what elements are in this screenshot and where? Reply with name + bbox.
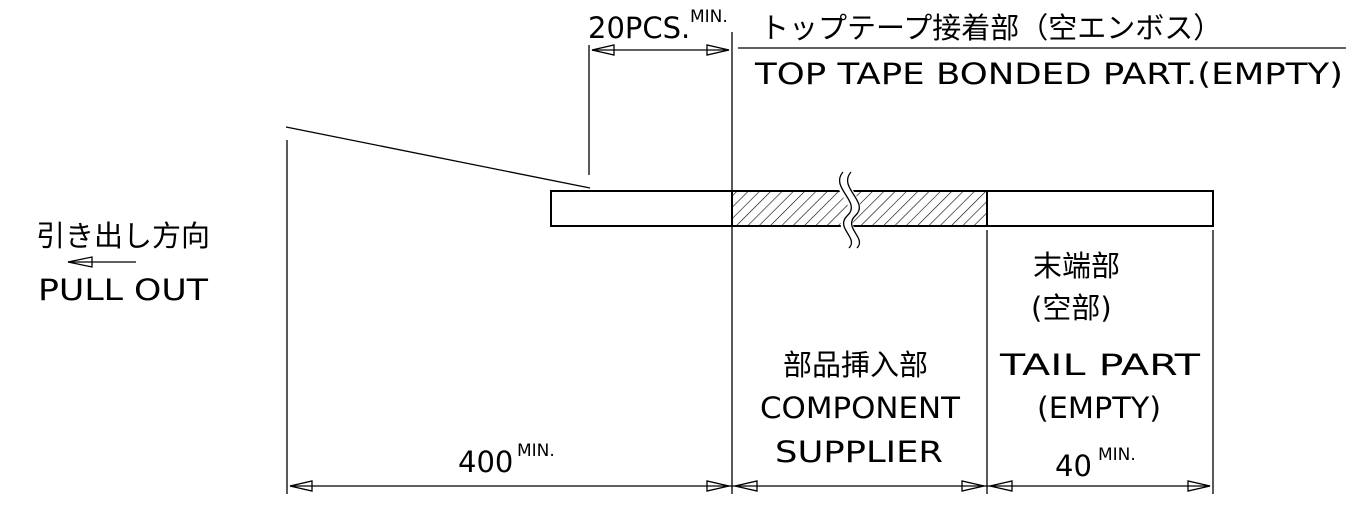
pcs-min: MIN.	[690, 7, 728, 27]
component-label-en-1: COMPONENT	[760, 391, 960, 425]
top-tape-leader-line	[285, 126, 591, 189]
tail-label-en-2: (EMPTY)	[1037, 391, 1161, 425]
dimension-20pcs	[591, 44, 730, 56]
tail-label-en-1: TAIL PART	[999, 348, 1201, 382]
tail-length-value: 40	[1055, 449, 1092, 483]
tape-break-line-left	[839, 171, 852, 249]
top-tape-label-en: TOP TAPE BONDED PART.(EMPTY)	[754, 57, 1343, 91]
component-label-jp: 部品挿入部	[783, 348, 928, 382]
tape-strip	[550, 168, 1214, 253]
tape-break-symbol	[836, 168, 861, 253]
leader-length-min: MIN.	[517, 441, 555, 461]
tail-label-jp-1: 末端部	[1033, 249, 1120, 283]
leader-length-value: 400	[458, 445, 513, 479]
dimension-bottom	[289, 480, 1211, 492]
top-tape-label-jp: トップテープ接着部（空エンボス）	[760, 11, 1222, 45]
pcs-value: 20PCS.	[588, 11, 690, 45]
pull-out-arrow	[67, 256, 136, 268]
tail-length-min: MIN.	[1098, 445, 1136, 465]
tape-leader-segment	[550, 190, 733, 227]
tape-break-line-right	[847, 171, 860, 249]
tape-tail-segment	[986, 190, 1214, 227]
pull-out-label-en: PULL OUT	[38, 273, 208, 307]
component-label-en-2: SUPPLIER	[775, 435, 943, 469]
tail-label-jp-2: (空部)	[1031, 291, 1112, 325]
pull-out-label-jp: 引き出し方向	[36, 219, 210, 253]
